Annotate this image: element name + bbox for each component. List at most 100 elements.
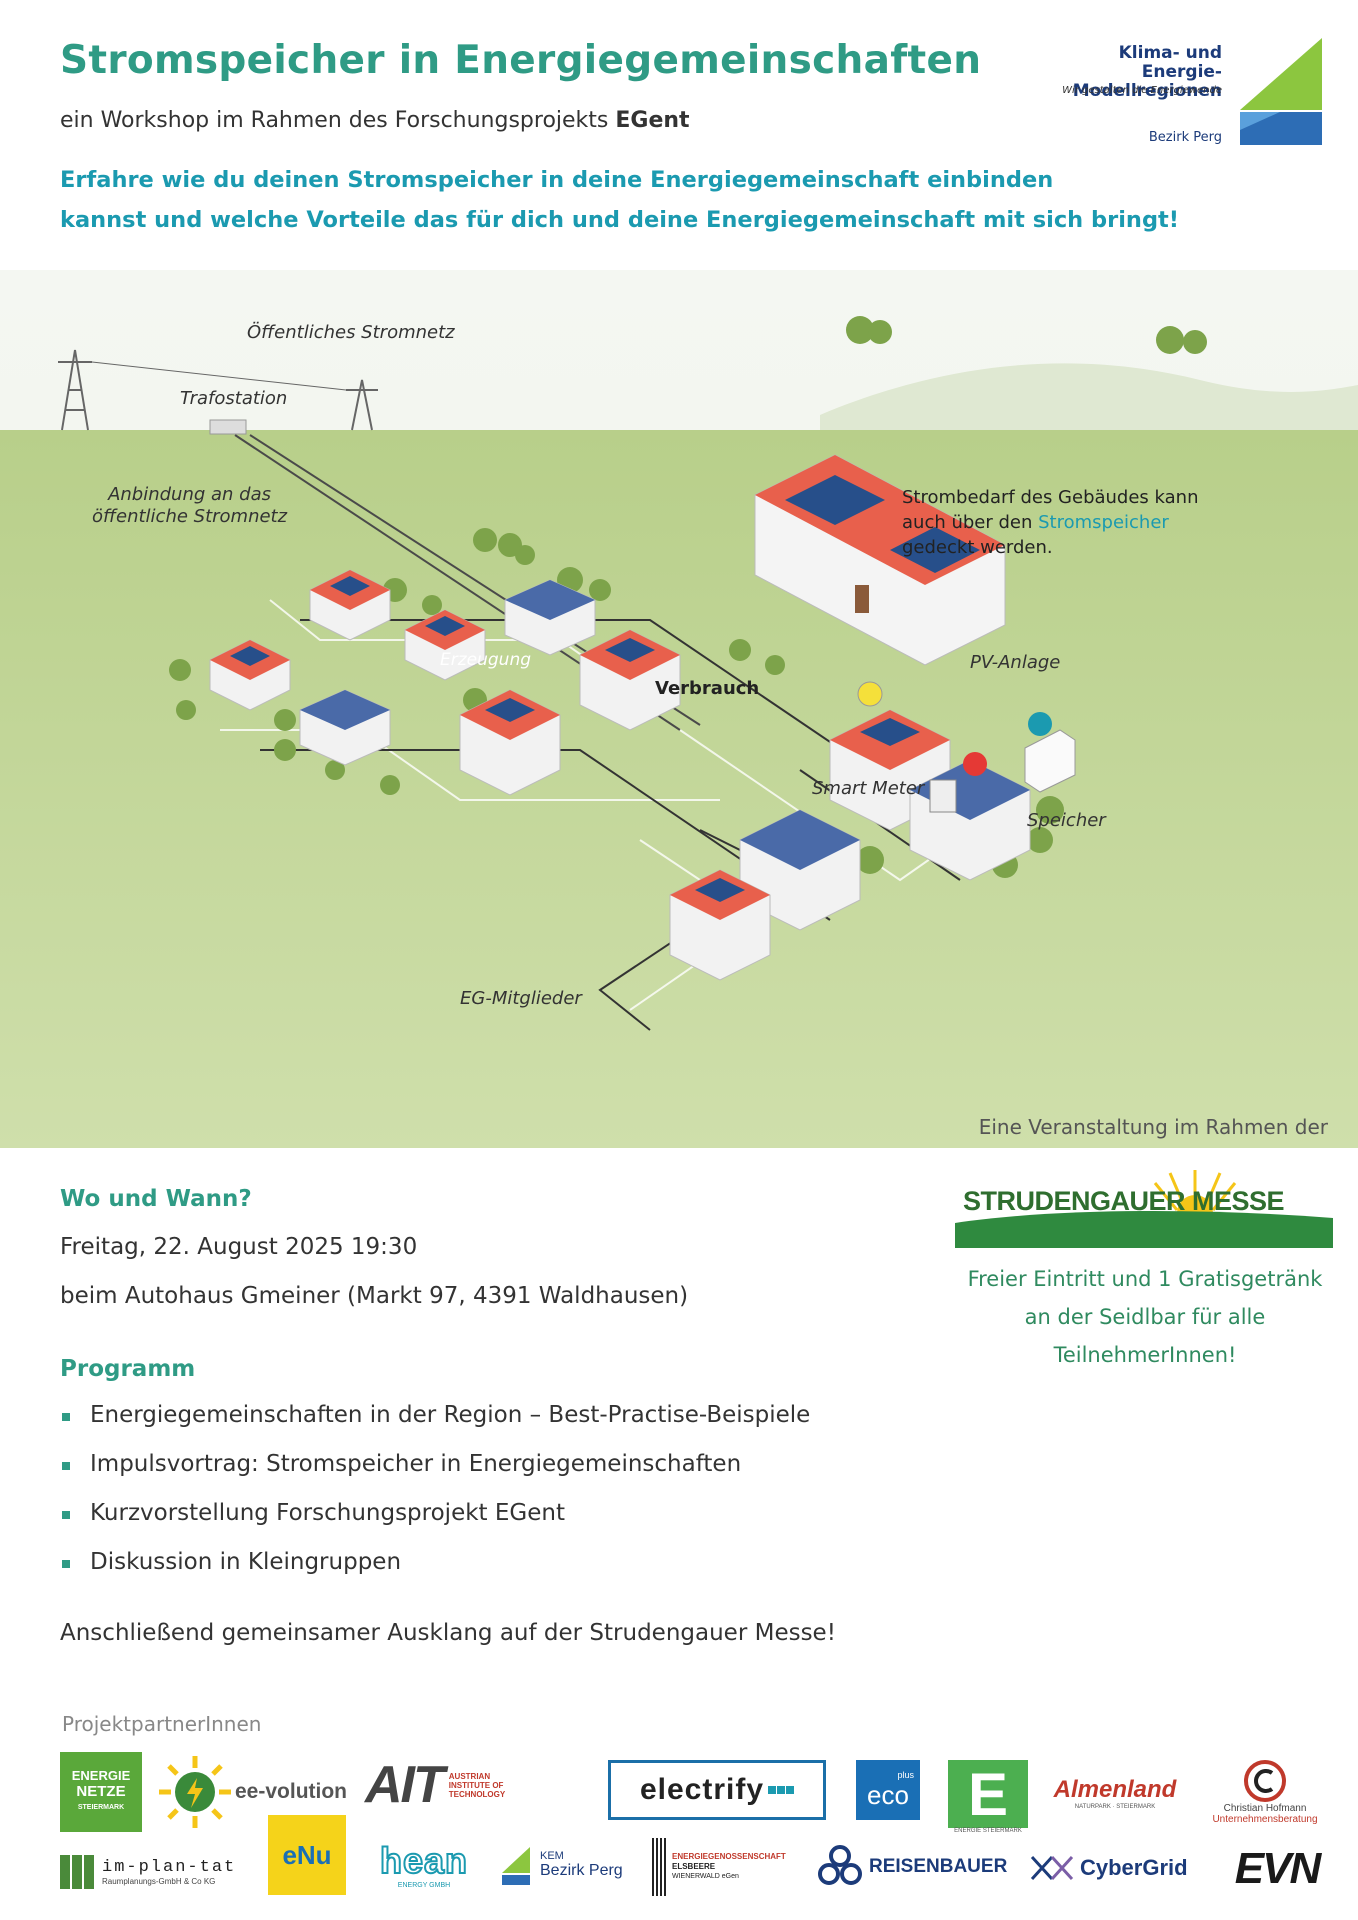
messe-logo-text: STRUDENGAUER MESSE [963,1186,1285,1216]
logo-kem-line-2: Bezirk Perg [540,1862,623,1879]
bullet-icon [62,1413,70,1421]
event-date: Freitag, 22. August 2025 19:30 [60,1234,418,1260]
logo-eco-plus-sup: plus [897,1769,914,1780]
logo-im-plan-tat: im-plan-tat Raumplanungs-GmbH & Co KG [60,1850,265,1894]
where-when-heading: Wo und Wann? [60,1186,252,1212]
label-consumption: Verbrauch [655,678,760,699]
messe-offer-note: Freier Eintritt und 1 Gratisgetränk an d… [945,1260,1345,1374]
logo-electrify-text: electrify [639,1773,765,1806]
label-storage-highlight: Stromspeicher [1038,512,1169,533]
houses [209,454,1076,981]
logo-evn: EVN [1222,1842,1332,1896]
label-generation: Erzeugung [440,650,532,670]
label-demand-note: Strombedarf des Gebäudes kann auch über … [902,485,1199,560]
reisenbauer-knot-icon [818,1845,862,1885]
messe-note-line-1: Freier Eintritt und 1 Gratisgetränk [967,1267,1323,1291]
logo-ee-volution-text: ee-volution [235,1780,348,1803]
label-grid-connection: Anbindung an das öffentliche Stromnetz [92,484,287,528]
logo-ait: AIT AUSTRIAN INSTITUTE OF TECHNOLOGY [365,1755,585,1815]
intro-line-2: kannst und welche Vorteile das für dich … [60,207,1180,233]
program-heading: Programm [60,1356,196,1382]
event-location: beim Autohaus Gmeiner (Markt 97, 4391 Wa… [60,1283,689,1309]
logo-energienetze-line-3: STEIERMARK [77,1804,125,1811]
power-pylons [58,349,378,431]
logo-energie-steiermark-mark: E [948,1760,1028,1828]
program-item: Energiegemeinschaften in der Region – Be… [60,1402,810,1451]
subtitle: ein Workshop im Rahmen des Forschungspro… [60,108,690,133]
logo-hean-subtitle: ENERGY GMBH [397,1881,451,1889]
strudengauer-messe-logo: STRUDENGAUER MESSE [955,1168,1333,1248]
kem-logo-title: Klima- und Energie- Modellregionen [1040,44,1222,101]
event-context-caption: Eine Veranstaltung im Rahmen der [978,1115,1328,1139]
logo-evn-text: EVN [1234,1844,1321,1893]
label-demand-line-1: Strombedarf des Gebäudes kann [902,487,1199,508]
logo-hofmann-line-2: Unternehmensberatung [1212,1814,1318,1825]
logo-reisenbauer: REISENBAUER [815,1840,1020,1894]
kem-logo-line-1: Klima- und Energie- [1118,43,1222,82]
partners-heading: ProjektpartnerInnen [62,1712,262,1736]
eg-barcode-icon [652,1838,666,1896]
kem-logo-mark [1240,38,1322,145]
logo-hean: hean ENERGY GMBH [362,1832,486,1896]
logo-enu: eNu [268,1815,346,1895]
label-demand-prefix: auch über den [902,512,1039,533]
subtitle-prefix: ein Workshop im Rahmen des Forschungspro… [60,108,616,133]
logo-energie-steiermark: E ENERGIE STEIERMARK [948,1758,1028,1836]
logo-almenland-text: Almenland [1053,1775,1177,1803]
closing-note: Anschließend gemeinsamer Ausklang auf de… [60,1620,836,1646]
kem-logo: Klima- und Energie- Modellregionen Wir g… [1040,30,1330,150]
logo-enu-text: eNu [282,1839,332,1870]
logo-electrify: electrify [608,1760,826,1820]
bullet-icon [62,1560,70,1568]
label-demand-line-2: auch über den Stromspeicher [902,510,1199,535]
logo-christian-hofmann: Christian Hofmann Unternehmensberatung [1200,1752,1330,1832]
kem-logo-tagline: Wir gestalten die Energiewende [1062,85,1222,96]
ee-volution-sun-icon [159,1756,231,1828]
kem-logo-line-2: Modellregionen [1072,81,1222,101]
logo-eg-line-3: WIENERWALD eGen [672,1873,739,1880]
program-item-text: Kurzvorstellung Forschungsprojekt EGent [90,1500,565,1526]
program-list: Energiegemeinschaften in der Region – Be… [60,1402,810,1598]
label-grid-connection-line-1: Anbindung an das [108,484,272,505]
electrify-dots-icon [768,1786,795,1794]
trafo-station-shape [209,419,247,435]
logo-hofmann-line-1: Christian Hofmann [1223,1803,1307,1814]
messe-sun-icon [955,1170,1333,1248]
energy-community-illustration: Öffentliches Stromnetz Trafostation Anbi… [0,270,1358,1148]
program-item: Diskussion in Kleingruppen [60,1549,810,1598]
logo-cybergrid: CyberGrid [1030,1846,1215,1890]
label-smart-meter: Smart Meter [812,778,925,799]
cybergrid-icon [1030,1855,1074,1881]
kem-logo-region: Bezirk Perg [1148,130,1222,145]
logo-cybergrid-text: CyberGrid [1080,1855,1188,1880]
logo-energienetze: ENERGIE NETZE STEIERMARK [60,1752,142,1832]
logo-im-plan-tat-subtitle: Raumplanungs-GmbH & Co KG [102,1877,216,1886]
logo-reisenbauer-text: REISENBAUER [869,1856,1008,1877]
messe-note-line-2: an der Seidlbar für alle [1024,1305,1266,1329]
logo-eco-text: eco [867,1779,909,1810]
label-storage: Speicher [1027,810,1106,831]
illustration-canvas [0,270,1358,1148]
logo-eg-line-1: ENERGIEGENOSSENSCHAFT [672,1852,786,1861]
im-plan-tat-grid-icon [60,1855,94,1889]
logo-energienetze-line-2: NETZE [76,1783,126,1800]
logo-im-plan-tat-text: im-plan-tat [102,1858,237,1877]
logo-kem-line-1: KEM [540,1850,564,1862]
logo-ait-text: AIT [365,1756,445,1814]
label-grid-connection-line-2: öffentliche Stromnetz [92,506,288,527]
logo-energiegenossenschaft: ENERGIEGENOSSENSCHAFT ELSBEERE WIENERWAL… [652,1836,812,1898]
program-item-text: Impulsvortrag: Stromspeicher in Energieg… [90,1451,742,1477]
logo-energienetze-line-1: ENERGIE [71,1768,131,1783]
intro-line-1: Erfahre wie du deinen Stromspeicher in d… [60,167,1054,193]
logo-ee-volution: ee-volution [155,1752,363,1832]
bullet-icon [62,1511,70,1519]
intro-text: Erfahre wie du deinen Stromspeicher in d… [60,160,1180,240]
program-item: Impulsvortrag: Stromspeicher in Energieg… [60,1451,810,1500]
label-members: EG-Mitglieder [460,988,582,1009]
logo-almenland: Almenland NATURPARK · STEIERMARK [1050,1760,1180,1825]
kem-small-mark-icon [502,1847,530,1885]
logo-eco-plus: plus eco [856,1760,920,1820]
logo-almenland-subtitle: NATURPARK · STEIERMARK [1074,1803,1156,1810]
hofmann-c-icon [1244,1760,1286,1802]
label-trafo-station: Trafostation [180,388,288,409]
